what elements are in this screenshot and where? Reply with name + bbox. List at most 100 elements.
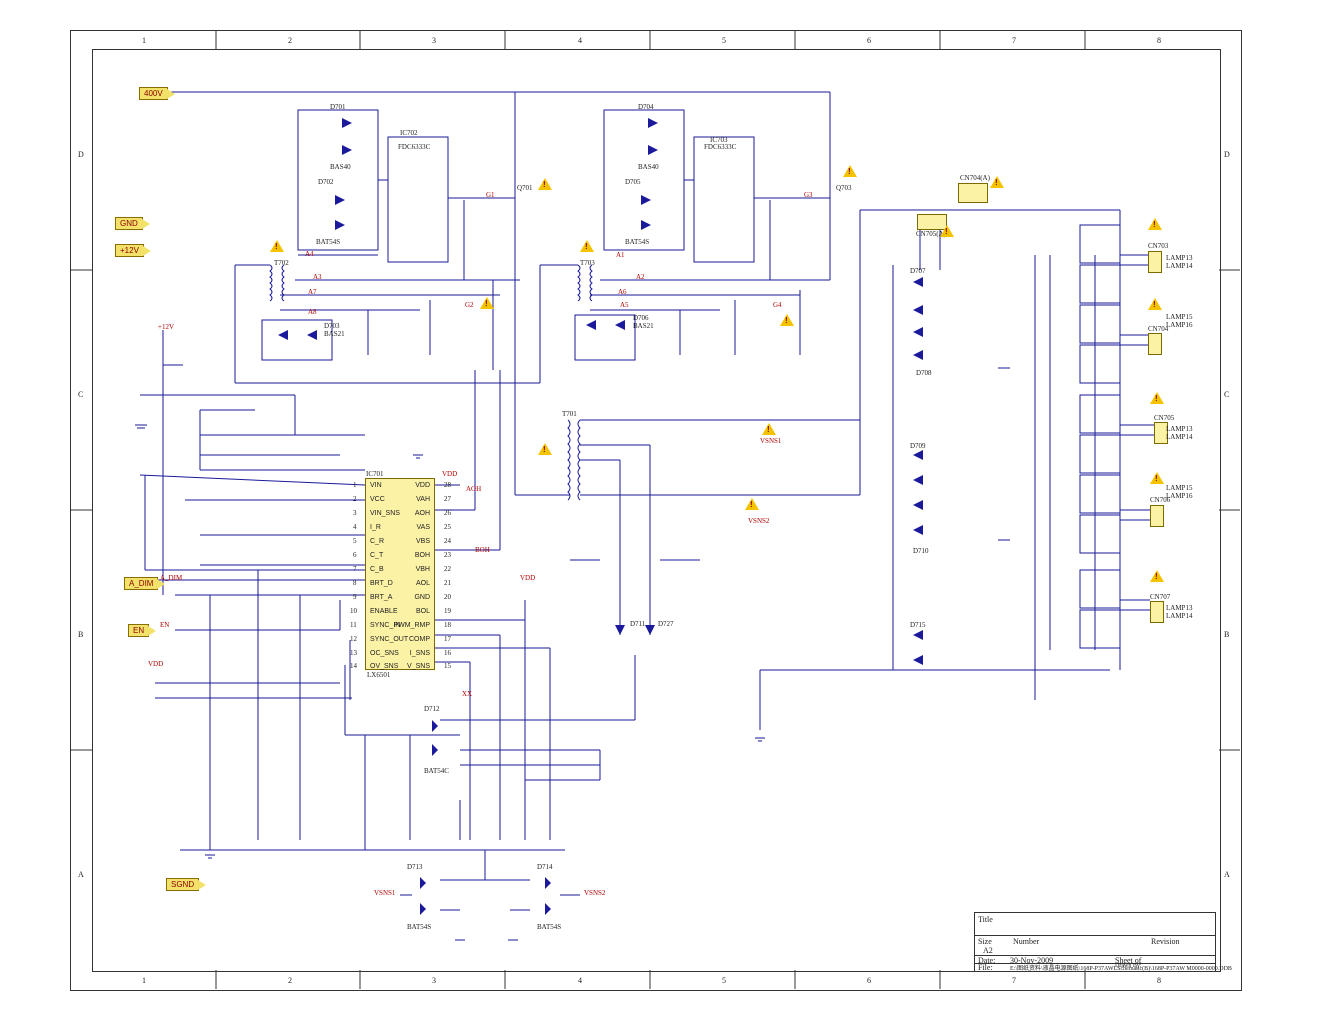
connector-label: CN703 [1148, 242, 1169, 250]
pin-number: 7 [353, 565, 357, 573]
row-letter-left: A [78, 870, 84, 879]
row-letter-right: B [1224, 630, 1230, 639]
designator: D711 [630, 620, 646, 628]
pin-number: 8 [353, 579, 357, 587]
net-label: VSNS2 [584, 889, 606, 897]
net-label: XX [462, 690, 473, 698]
ic-pin-label: AOH [414, 510, 430, 517]
pin-number: 19 [444, 607, 451, 615]
lamp-label: LAMP15 [1166, 484, 1193, 492]
pin-number: 10 [350, 607, 357, 615]
warning-icon [940, 225, 954, 237]
pin-number: 12 [350, 635, 357, 643]
col-num-bottom: 8 [1157, 976, 1161, 985]
ic-pin-label: GND [414, 594, 430, 601]
size-label: Size [978, 937, 992, 946]
ic-pin-label: OV_SNS [370, 663, 399, 670]
warning-icon [480, 297, 494, 309]
net-label: A3 [313, 273, 322, 281]
ic-pin-label: VBH [415, 566, 430, 573]
connector-label: CN706 [1150, 496, 1171, 504]
lamp-label: LAMP14 [1166, 433, 1193, 441]
ic-pin-label: VDD [415, 482, 430, 489]
revision-label: Revision [1151, 937, 1180, 946]
designator: D714 [537, 863, 553, 871]
ic-pin-label: BRT_D [370, 580, 393, 587]
ic-pin-label: V_SNS [407, 663, 430, 670]
designator: BAT54S [625, 238, 650, 246]
designator: BAT54C [424, 767, 449, 775]
port-gnd: GND [115, 217, 150, 230]
pin-number: 15 [444, 662, 451, 670]
designator: D706 [633, 314, 649, 322]
title-block: Title Size A2 Number Revision Date: 30-N… [974, 912, 1232, 972]
pin-number: 18 [444, 621, 451, 629]
lamp-label: LAMP15 [1166, 313, 1193, 321]
pin-number: 14 [350, 662, 357, 670]
title-block-divider [975, 963, 1215, 964]
pin-number: 2 [353, 495, 357, 503]
port-400v: 400V [139, 87, 175, 100]
net-label: VSNS1 [760, 437, 782, 445]
row-letter-left: D [78, 150, 84, 159]
ic-pin-label: VCC [370, 496, 385, 503]
col-num-top: 2 [288, 36, 292, 45]
connector-label: CN704(A) [960, 174, 990, 182]
designator: D712 [424, 705, 440, 713]
col-num-top: 6 [867, 36, 871, 45]
warning-icon [843, 165, 857, 177]
designator: BAS21 [324, 330, 345, 338]
net-label: A4 [305, 250, 314, 258]
lamp-label: LAMP14 [1166, 612, 1193, 620]
connector-cn705 [1154, 422, 1168, 444]
col-num-top: 3 [432, 36, 436, 45]
col-num-bottom: 4 [578, 976, 582, 985]
warning-icon [270, 240, 284, 252]
designator: T702 [274, 259, 289, 267]
net-label: VDD [148, 660, 164, 668]
warning-icon [1150, 472, 1164, 484]
lamp-label: LAMP14 [1166, 262, 1193, 270]
file-label: File: [978, 963, 993, 972]
pin-number: 21 [444, 579, 451, 587]
designator: D703 [324, 322, 340, 330]
net-label: A5 [620, 301, 629, 309]
ic701-controller: VIN VCC VIN_SNS I_R C_R C_T C_B BRT_D BR… [365, 478, 435, 670]
ic-pin-label: ENABLE [370, 608, 398, 615]
ic-pin-label: VIN_SNS [370, 510, 400, 517]
pin-number: 28 [444, 481, 451, 489]
designator: Q701 [517, 184, 533, 192]
warning-icon [780, 314, 794, 326]
port-en: EN [128, 624, 157, 637]
connector-cn704 [1148, 333, 1162, 355]
warning-icon [1150, 392, 1164, 404]
col-num-bottom: 1 [142, 976, 146, 985]
connector-label: CN705 [1154, 414, 1175, 422]
col-num-top: 1 [142, 36, 146, 45]
net-label: VSNS1 [374, 889, 396, 897]
col-num-bottom: 6 [867, 976, 871, 985]
net-label: VDD [520, 574, 536, 582]
ic-pin-label: OC_SNS [370, 650, 399, 657]
pin-number: 5 [353, 537, 357, 545]
col-num-bottom: 3 [432, 976, 436, 985]
col-num-bottom: 2 [288, 976, 292, 985]
designator: FDC6333C [704, 143, 737, 151]
designator: D709 [910, 442, 926, 450]
number-label: Number [1013, 937, 1040, 946]
designator: FDC6333C [398, 143, 431, 151]
net-label: G4 [773, 301, 782, 309]
col-num-top: 8 [1157, 36, 1161, 45]
net-label: VDD [442, 470, 458, 478]
pin-number: 16 [444, 649, 451, 657]
designator: Q703 [836, 184, 852, 192]
lamp-label: LAMP13 [1166, 425, 1193, 433]
ic-pin-label: I_R [370, 524, 381, 531]
pin-number: 1 [353, 481, 357, 489]
ic-pin-label: AOL [415, 580, 430, 587]
net-label: VSNS2 [748, 517, 770, 525]
ic-pin-label: C_T [370, 552, 384, 559]
lamp-label: LAMP13 [1166, 604, 1193, 612]
net-label: G1 [486, 191, 495, 199]
